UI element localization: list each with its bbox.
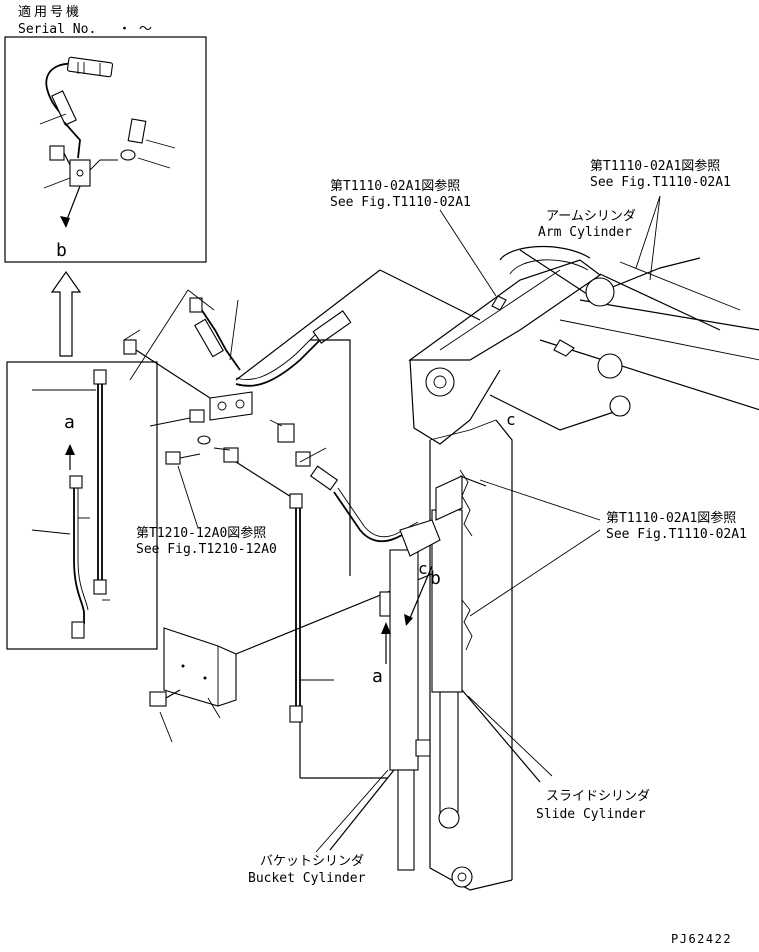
marker-c-arm: c [506, 410, 516, 429]
ref-top-en: See Fig.T1110-02A1 [330, 195, 471, 210]
arm-cylinder-label-en: Arm Cylinder [538, 225, 632, 240]
bucket-cylinder [329, 519, 441, 871]
vertical-boom-column [429, 419, 513, 891]
ref-right-en: See Fig.T1110-02A1 [606, 527, 747, 542]
detail-b-letter: b [56, 240, 67, 261]
ref-right-jp: 第T1110-02A1図参照 [606, 510, 736, 526]
serial-no-value: ・ 〜 [118, 22, 152, 37]
bucket-cylinder-label-jp: バケットシリンダ [260, 854, 364, 869]
marker-c-lower: c [418, 559, 428, 578]
marker-b-lower: b [430, 568, 441, 589]
drawing-number: PJ62422 [671, 932, 732, 946]
slide-cylinder-label-en: Slide Cylinder [536, 807, 646, 822]
ref-top-jp: 第T1110-02A1図参照 [330, 178, 460, 194]
detail-b-hose-assembly [39, 56, 176, 228]
applicable-serial-label-jp: 適用号機 [18, 4, 82, 20]
hose-fittings-group [123, 269, 481, 576]
bucket-cylinder-label-en: Bucket Cylinder [248, 871, 366, 886]
ref-upper-right-en: See Fig.T1110-02A1 [590, 175, 731, 190]
detail-a-letter: a [64, 412, 75, 433]
arm-structure [408, 245, 759, 445]
marker-arrows [381, 565, 433, 664]
slide-cylinder [431, 469, 541, 829]
cover-plate [149, 573, 433, 743]
serial-no-label: Serial No. [18, 22, 96, 37]
ref-left-jp: 第T1210-12A0図参照 [136, 525, 266, 541]
arm-cylinder-label-jp: アームシリンダ [546, 209, 636, 224]
slide-cylinder-label-jp: スライドシリンダ [546, 789, 650, 804]
detail-a-pipe-assembly [31, 369, 110, 639]
ref-left-en: See Fig.T1210-12A0 [136, 542, 277, 557]
up-arrow [50, 270, 82, 357]
marker-a-lower: a [372, 666, 383, 687]
ref-upper-right-jp: 第T1110-02A1図参照 [590, 158, 720, 174]
detail-b-inset-frame [4, 36, 207, 263]
long-pipe [289, 493, 388, 779]
detail-a-inset-frame [6, 361, 158, 650]
reference-leaders [177, 195, 661, 853]
